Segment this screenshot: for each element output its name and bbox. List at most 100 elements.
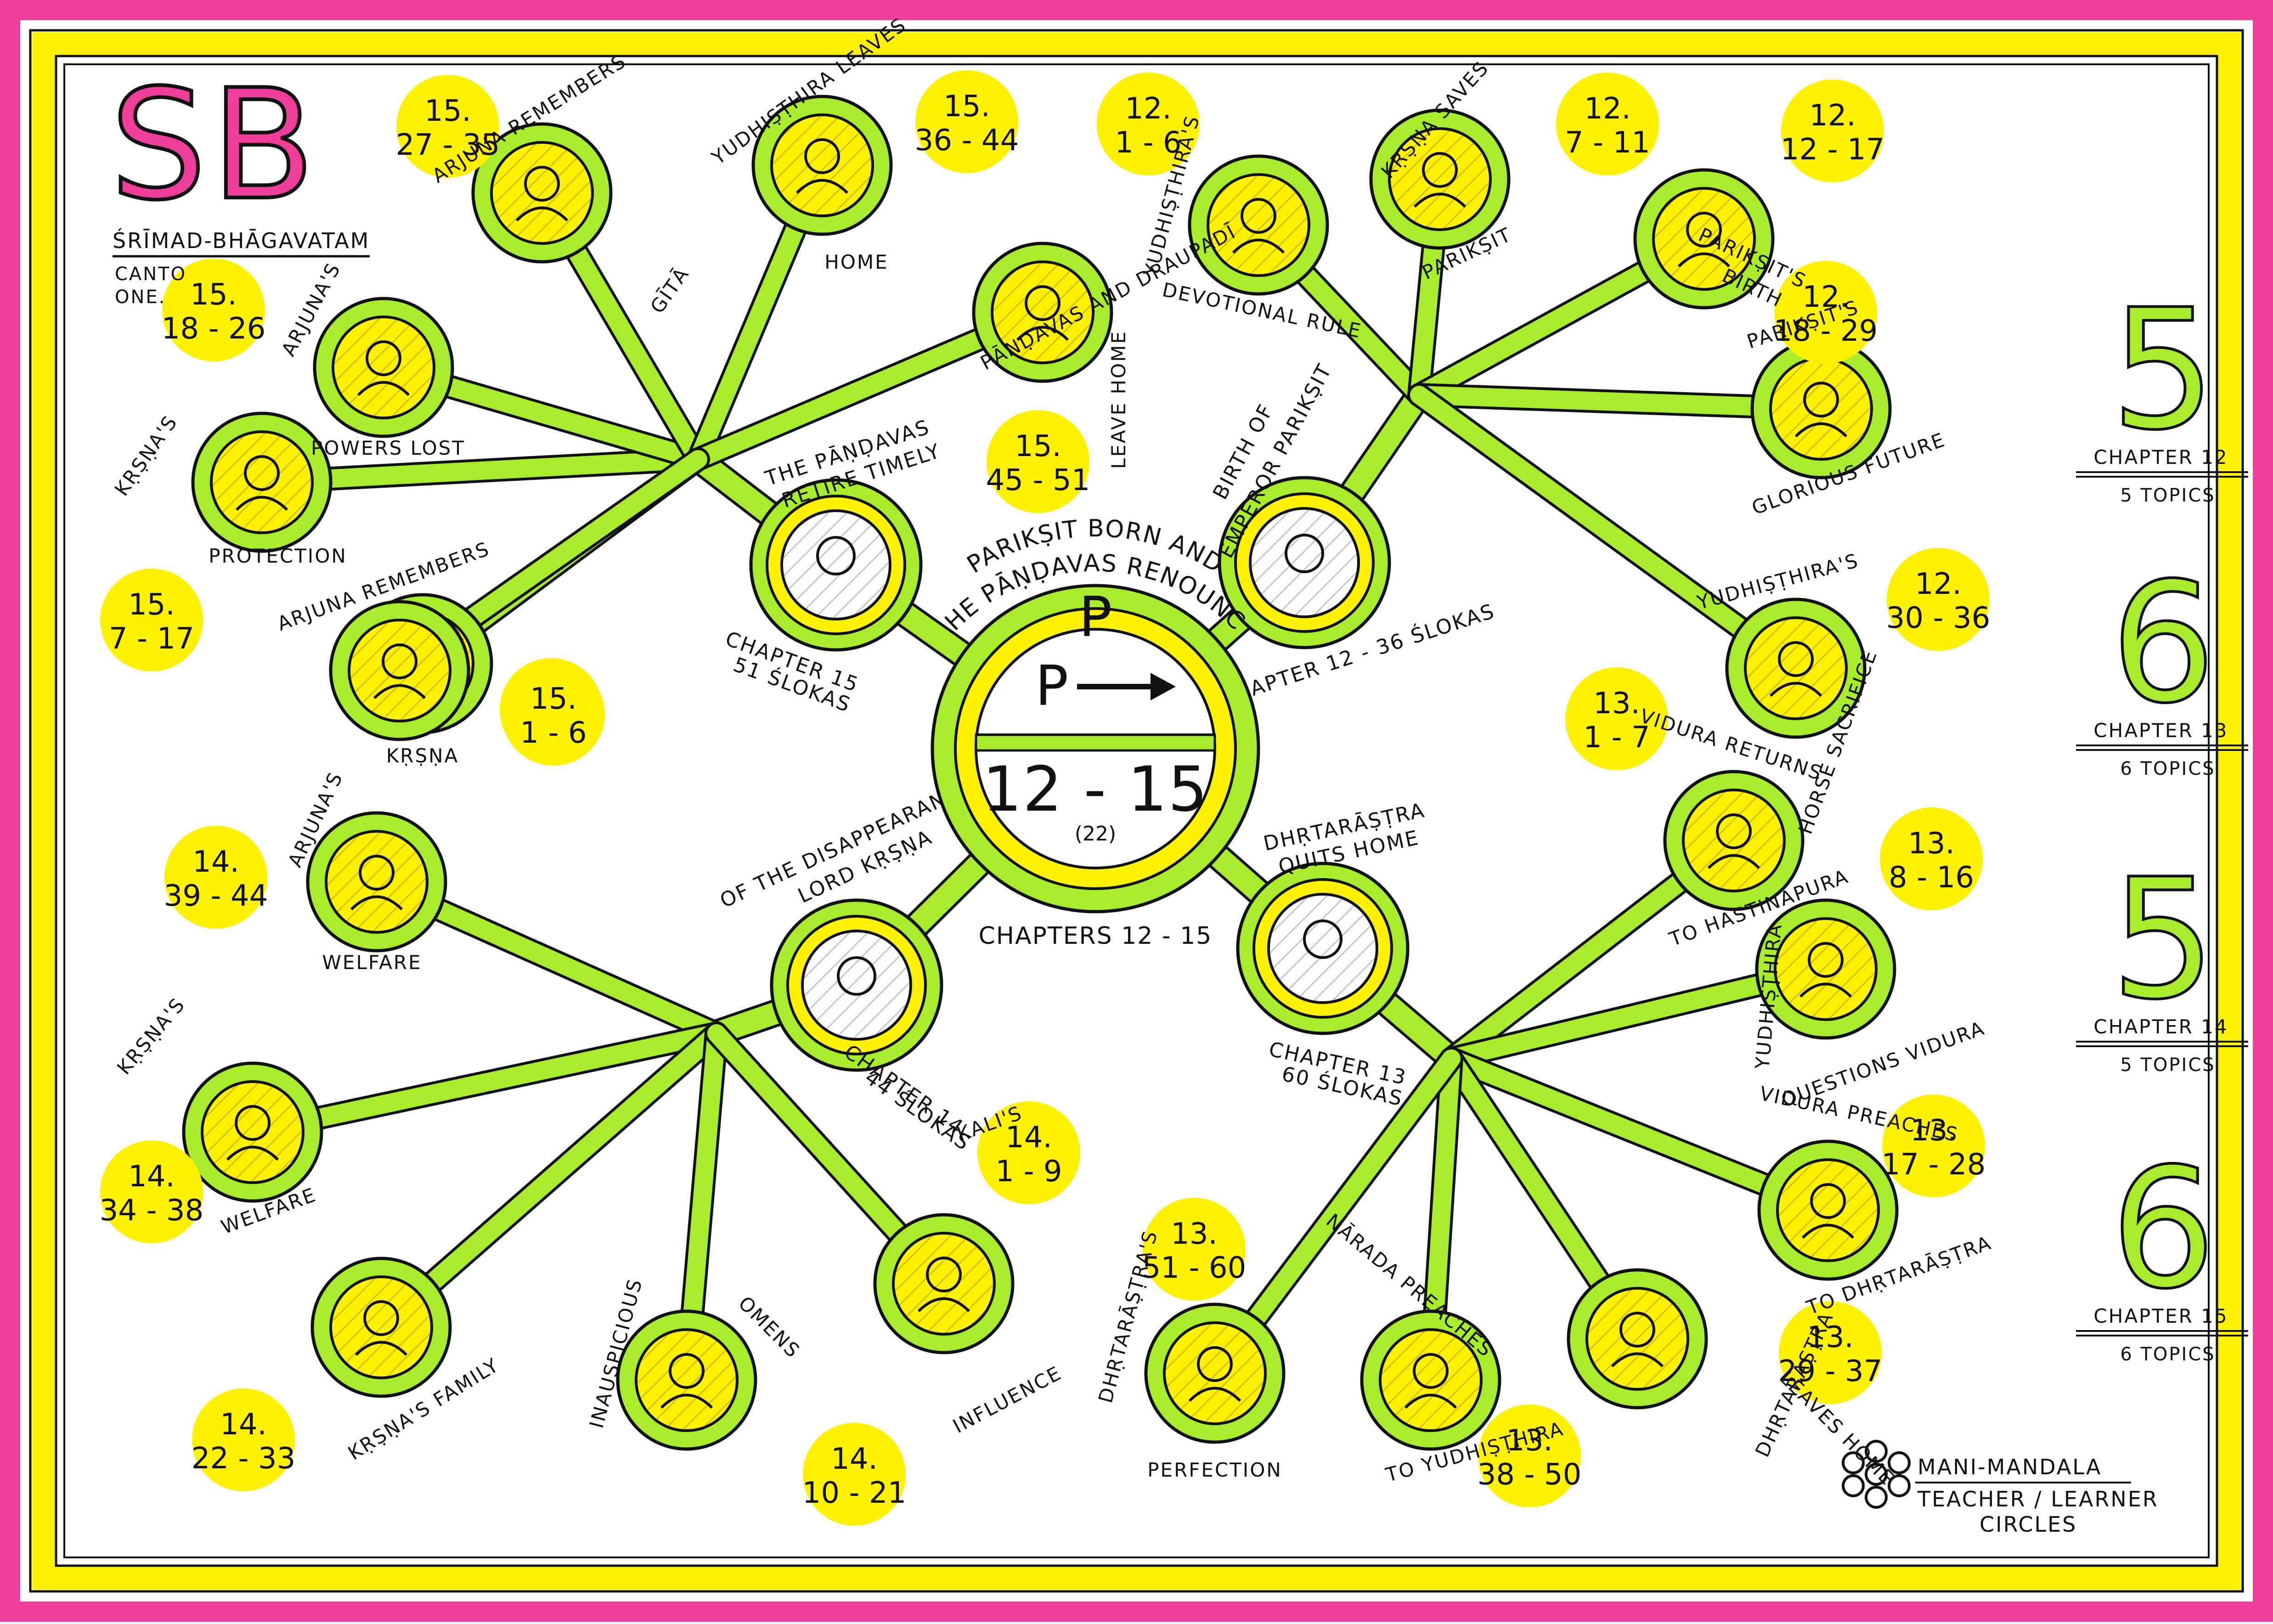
s13f-badge-chapter: 13. — [1171, 1217, 1218, 1251]
s12b-badge-chapter: 12. — [1584, 92, 1631, 126]
s15b-badge: 15.7 - 17 — [100, 569, 203, 671]
s15f-badge-chapter: 15. — [1015, 429, 1061, 463]
s14a-badge-verses: 39 - 44 — [164, 879, 268, 913]
legend-topic-count: 5 — [2110, 274, 2216, 466]
ch12-hub-node — [1218, 476, 1391, 649]
s15c-node — [313, 297, 454, 438]
footer-line1: MANI-MANDALA — [1918, 1455, 2102, 1479]
s14a-badge: 14.39 - 44 — [164, 826, 268, 929]
s15e-badge-verses: 36 - 44 — [915, 124, 1019, 158]
s14c-badge-verses: 22 - 33 — [192, 1442, 296, 1476]
s13a-badge-chapter: 13. — [1593, 687, 1640, 721]
s15e-picture-icon — [795, 138, 849, 194]
s15b-badge-verses: 7 - 17 — [109, 622, 194, 656]
center-caption-bottom: CHAPTERS 12 - 15 — [979, 922, 1213, 950]
center-top-letter: P — [1079, 586, 1112, 649]
legend-chapter: CHAPTER 13 — [2093, 719, 2228, 742]
s12d-node — [1750, 338, 1892, 479]
s15d-badge-verses: 27 - 35 — [396, 128, 500, 162]
footer: MANI-MANDALA TEACHER / LEARNER CIRCLES — [1842, 1440, 2159, 1537]
s12a-badge: 12.1 - 6 — [1097, 73, 1200, 175]
legend-topic-count: 6 — [2110, 547, 2216, 739]
s15e-badge: 15.36 - 44 — [915, 70, 1019, 173]
s13c-badge-verses: 17 - 28 — [1882, 1148, 1986, 1182]
s14a-badge-chapter: 14. — [192, 845, 239, 879]
ch15-hub-node — [749, 478, 923, 652]
spoke-s14c — [372, 1024, 726, 1336]
legend-topics: 5 TOPICS — [2120, 485, 2215, 506]
s14a-picture-icon — [350, 855, 403, 911]
s12e-badge-verses: 30 - 36 — [1886, 601, 1991, 635]
s14a-label2: WELFARE — [322, 951, 422, 974]
footer-line2: TEACHER / LEARNER — [1917, 1487, 2159, 1511]
s15a-label: KṚṢṆA — [386, 744, 459, 767]
s15d-picture-icon — [515, 166, 569, 222]
s13d-picture-icon — [1611, 1312, 1664, 1368]
border-line-inner — [55, 55, 2218, 1567]
border-line-innermost — [63, 63, 2210, 1558]
s13e-badge-verses: 38 - 50 — [1478, 1458, 1582, 1492]
center-range: 12 - 15 — [982, 753, 1208, 825]
s14b-badge: 14.34 - 38 — [100, 1140, 204, 1243]
s13a-badge: 13.1 - 7 — [1565, 667, 1668, 770]
spoke-s15b — [253, 450, 707, 491]
s12b-picture-icon — [1413, 152, 1466, 208]
s15f-node — [972, 242, 1113, 383]
s14d-badge: 14.10 - 21 — [802, 1423, 906, 1526]
s13c-node — [1757, 1139, 1899, 1281]
s15c-badge-chapter: 15. — [190, 278, 237, 312]
s13b-badge-verses: 8 - 16 — [1889, 861, 1974, 895]
s13e-picture-icon — [1404, 1353, 1457, 1409]
header: SB ŚRĪMAD-BHĀGAVATAM CANTO ONE. — [108, 55, 370, 308]
s14e-badge-chapter: 14. — [1005, 1121, 1052, 1155]
s14b-node — [182, 1061, 323, 1203]
s14d-node — [616, 1309, 757, 1451]
s12e-badge: 12.30 - 36 — [1886, 548, 1991, 651]
s15g-badge: 15.1 - 6 — [502, 663, 605, 766]
s12d-badge: 12.18 - 29 — [1774, 261, 1878, 364]
legend-topics: 6 TOPICS — [2120, 1344, 2215, 1365]
s14c-badge-chapter: 14. — [220, 1408, 267, 1442]
s12a-badge-verses: 1 - 6 — [1115, 126, 1181, 160]
s13a-badge-verses: 1 - 7 — [1583, 721, 1650, 755]
legend-topic-count: 6 — [2110, 1133, 2216, 1325]
center-count: (22) — [1075, 822, 1116, 846]
legend-chapter: CHAPTER 12 — [2093, 446, 2228, 468]
s15d-badge: 15.27 - 35 — [396, 75, 500, 178]
s13c-picture-icon — [1801, 1183, 1855, 1239]
spoke-s12e — [1410, 386, 1805, 677]
s12d-badge-chapter: 12. — [1802, 280, 1849, 314]
s14c-picture-icon — [355, 1300, 408, 1356]
s13b-node — [1755, 898, 1896, 1040]
s15f-label2: LEAVE HOME — [1107, 330, 1130, 469]
s12e-picture-icon — [1769, 641, 1822, 697]
s13d-node — [1567, 1268, 1708, 1410]
s14e-badge-verses: 1 - 9 — [995, 1155, 1062, 1189]
s13a-node — [1663, 770, 1805, 911]
yellow-border — [32, 32, 2241, 1590]
center-mid-letter: P — [1035, 654, 1068, 718]
s14b-badge-verses: 34 - 38 — [100, 1194, 204, 1228]
s13b-badge-chapter: 13. — [1908, 827, 1955, 861]
s13e-node — [1360, 1309, 1501, 1451]
ch12-hub-picture-icon — [1285, 534, 1324, 573]
s12c-node — [1633, 168, 1775, 310]
s15c-label2: POWERS LOST — [311, 437, 465, 459]
s12c-badge-chapter: 12. — [1809, 99, 1856, 133]
s14b-picture-icon — [226, 1105, 279, 1161]
s15c-picture-icon — [357, 340, 410, 396]
s13b-badge: 13.8 - 16 — [1880, 807, 1983, 910]
legend-chapter: CHAPTER 15 — [2093, 1305, 2228, 1327]
s12b-badge: 12.7 - 11 — [1556, 73, 1659, 175]
canto-line1: CANTO — [115, 264, 186, 285]
logo: SB — [110, 57, 320, 233]
s12d-badge-verses: 18 - 29 — [1774, 314, 1878, 348]
s14b-badge-chapter: 14. — [128, 1160, 175, 1194]
s12b-node — [1369, 108, 1511, 250]
legend-topic-count: 5 — [2110, 843, 2216, 1036]
canto-line2: ONE. — [115, 287, 166, 308]
s14a-node — [306, 811, 447, 953]
